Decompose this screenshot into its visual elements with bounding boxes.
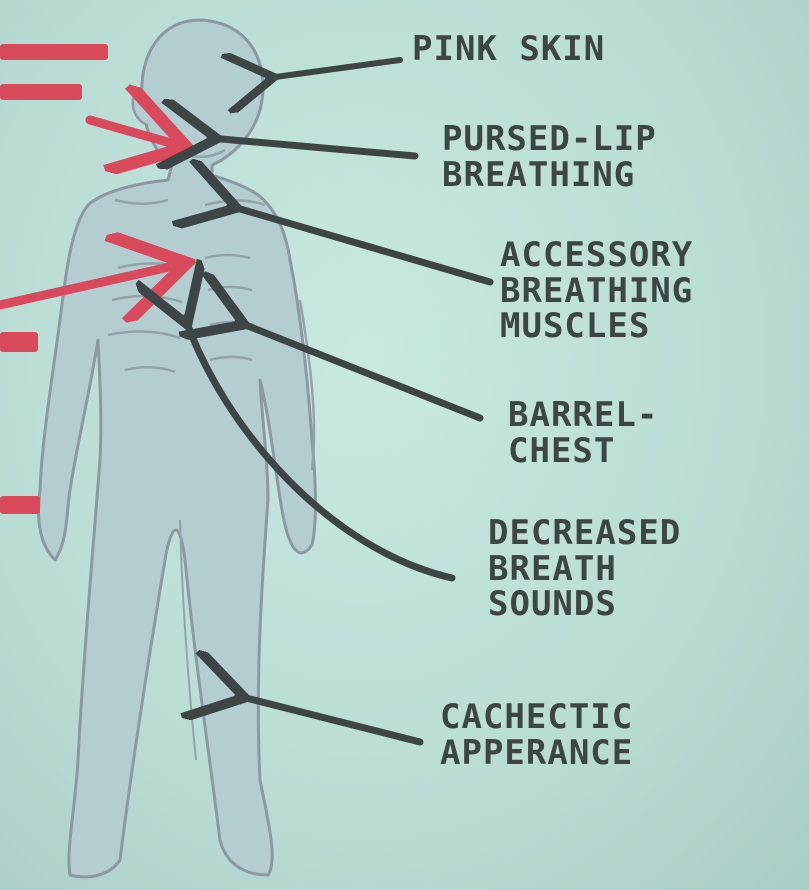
arrow-cachectic: [238, 696, 420, 742]
red-mark-2: [0, 84, 82, 100]
label-accessory-breathing-muscles: ACCESSORY BREATHING MUSCLES: [500, 238, 693, 345]
label-barrel-chest: BARREL- CHEST: [508, 398, 658, 469]
label-decreased-breath-sounds: DECREASED BREATH SOUNDS: [488, 516, 681, 623]
label-pink-skin: PINK SKIN: [412, 32, 605, 68]
arrow-pursed-lip: [210, 138, 415, 156]
label-pursed-lip-breathing: PURSED-LIP BREATHING: [442, 122, 657, 193]
red-mark-3: [0, 332, 38, 352]
red-mark-4: [0, 496, 40, 514]
red-mark-1: [0, 44, 108, 60]
arrow-pink-skin: [268, 60, 400, 78]
label-cachectic-appearance: CACHECTIC APPERANCE: [440, 700, 633, 771]
